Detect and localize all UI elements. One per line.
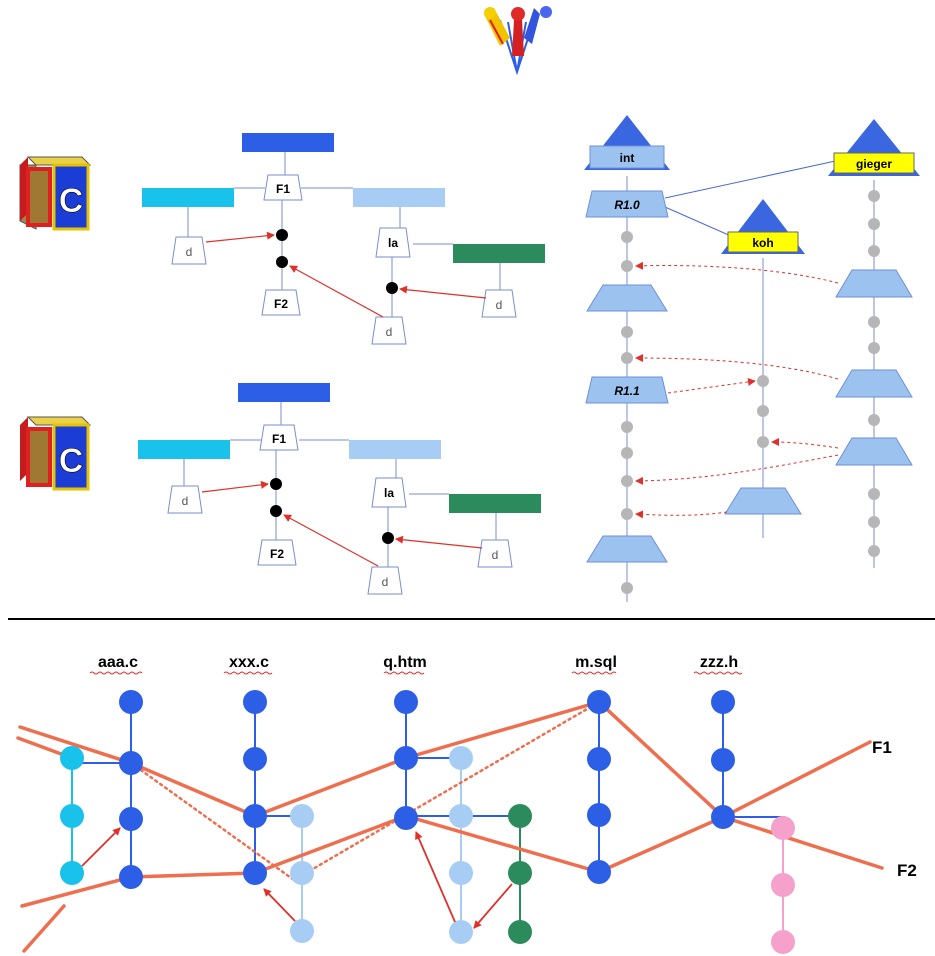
light-blue-bar [349, 440, 441, 459]
d-label: d [186, 245, 193, 259]
feature-line-f1 [18, 700, 872, 820]
feature-diagram-top: F1 F2 la d d d [142, 133, 545, 345]
file-label: aaa.c [98, 654, 138, 671]
d-node [371, 316, 407, 345]
f1-node [263, 174, 303, 201]
f1-node [259, 424, 299, 451]
c-block-icon: C [19, 156, 92, 231]
branch-label: koh [752, 236, 773, 250]
file-label: zzz.h [700, 654, 738, 671]
change-point [270, 478, 282, 490]
svg-text:C: C [59, 182, 84, 220]
merge-trap [586, 284, 668, 312]
change-point [270, 505, 282, 517]
feature-diagram-bottom: F1 F2 la d d d [138, 383, 541, 595]
f1-label: F1 [272, 432, 286, 446]
file-label: m.sql [575, 654, 617, 671]
la-node [375, 227, 411, 258]
d-node [171, 236, 207, 265]
d-label: d [496, 298, 503, 312]
change-point [382, 532, 394, 544]
la-node [371, 477, 407, 508]
merge-trap [835, 269, 913, 298]
branch-label: int [620, 151, 635, 165]
merge-trap [724, 487, 802, 515]
green-bar [453, 244, 545, 263]
feature-file-diagram: aaa.c xxx.c q.htm m.sql zzz.h [16, 654, 917, 954]
d-label: d [492, 548, 499, 562]
f1-label: F1 [276, 182, 290, 196]
f2-label: F2 [274, 297, 288, 311]
d-node [167, 485, 203, 514]
c-block-icon: C [20, 416, 92, 491]
merge-trap [586, 535, 668, 563]
d-node [367, 566, 403, 595]
version-history-diagram: int gieger koh R1.0 R1.1 [584, 115, 920, 602]
d-label: d [382, 575, 389, 589]
d-label: d [182, 494, 189, 508]
change-point [276, 256, 288, 268]
toolkit-logo-icon [484, 6, 552, 76]
root-bar [242, 133, 334, 152]
cyan-bar [138, 440, 230, 459]
file-label: xxx.c [229, 654, 269, 671]
release-label: R1.0 [614, 198, 640, 212]
la-label: la [388, 236, 398, 250]
la-label: la [384, 486, 394, 500]
d-label: d [386, 325, 393, 339]
feature-label-f2: F2 [897, 861, 917, 880]
cyan-bar [142, 188, 234, 207]
svg-text:C: C [59, 442, 84, 480]
feature-line-f2 [20, 814, 884, 908]
release-label: R1.1 [614, 384, 640, 398]
light-blue-bar [353, 188, 445, 207]
d-node [477, 539, 513, 568]
f2-label: F2 [270, 547, 284, 561]
branch-label: gieger [856, 157, 892, 171]
f2-node [257, 539, 297, 566]
f2-node [261, 289, 301, 316]
root-bar [238, 383, 330, 402]
d-node [481, 289, 517, 318]
feature-label-f1: F1 [872, 738, 892, 757]
green-bar [449, 494, 541, 513]
file-label: q.htm [383, 654, 427, 671]
release-r11 [585, 376, 669, 404]
release-r10 [585, 190, 669, 218]
change-point [386, 282, 398, 294]
merge-trap [835, 437, 913, 466]
merge-trap [835, 369, 913, 398]
change-point [276, 229, 288, 241]
